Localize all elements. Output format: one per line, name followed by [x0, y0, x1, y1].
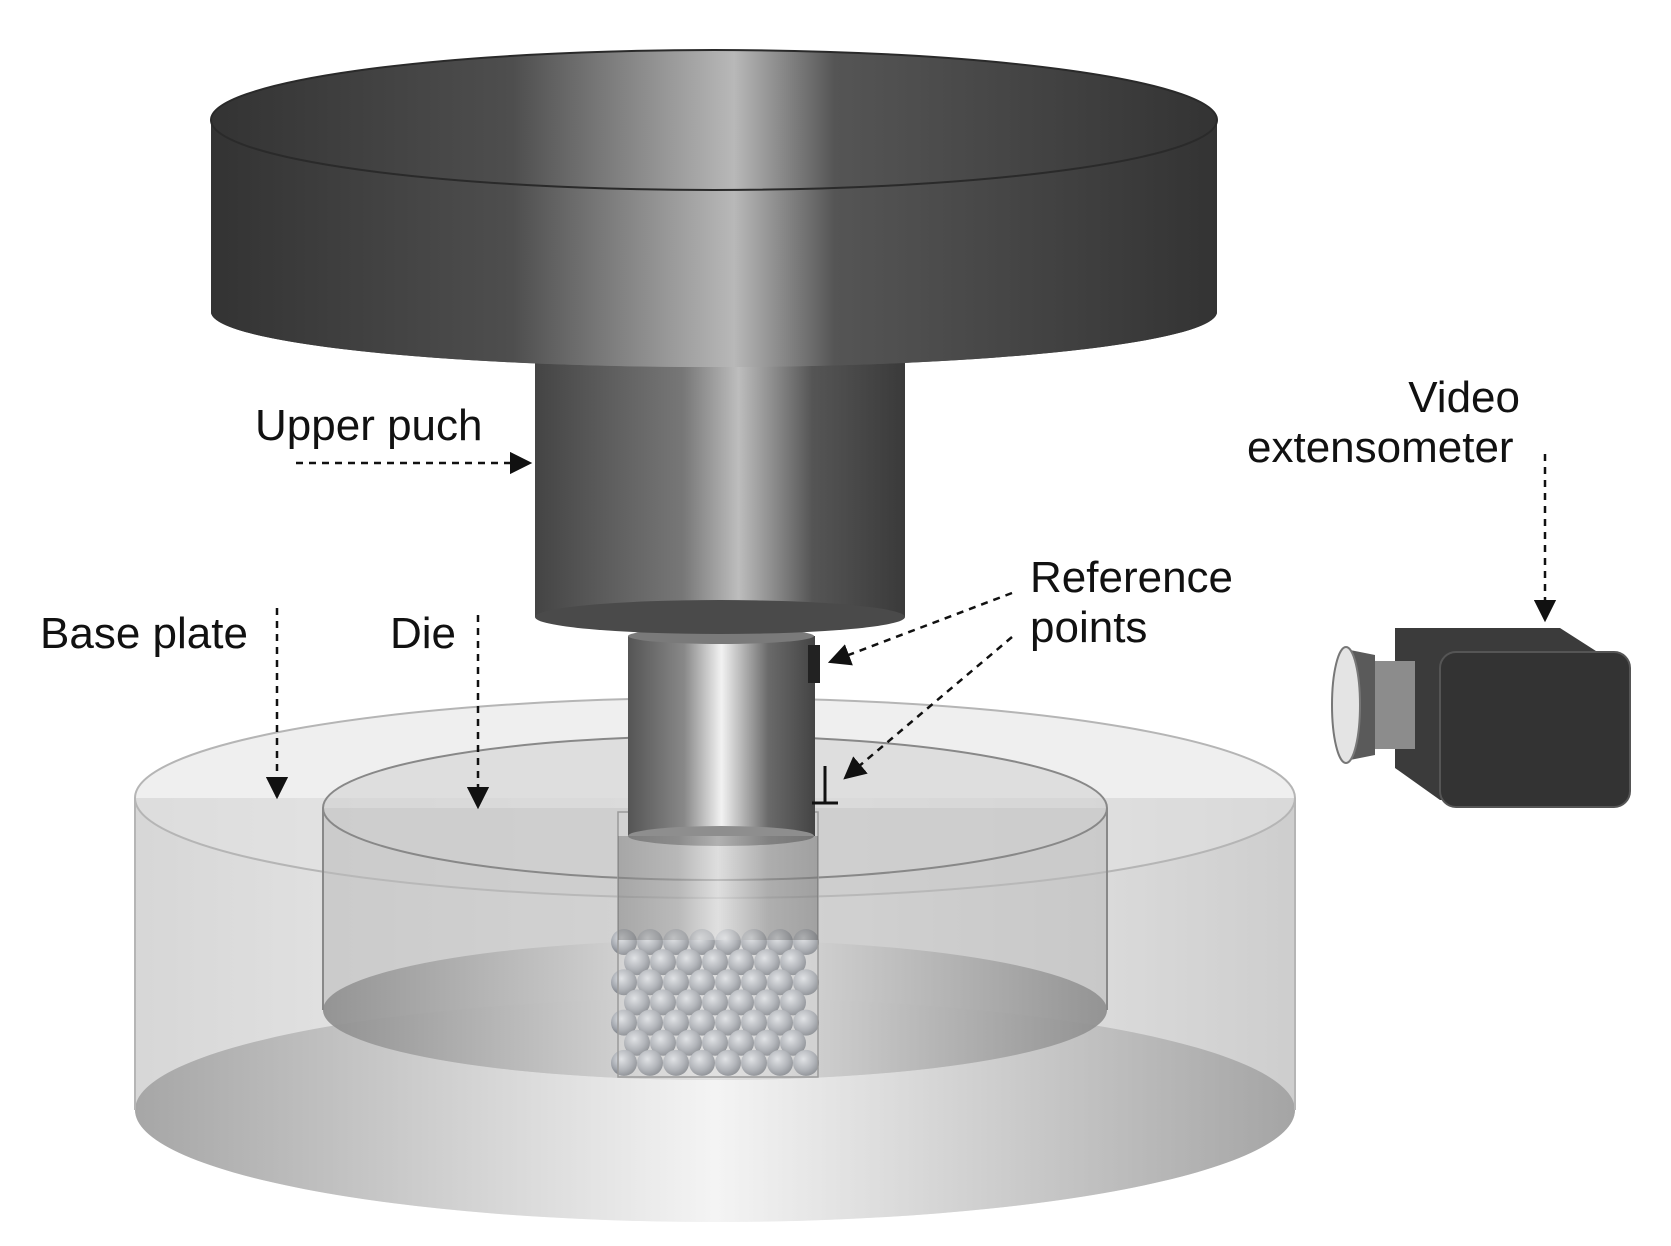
label-reference-line2: points — [1030, 603, 1147, 652]
powder-particle — [663, 1009, 689, 1036]
label-base-plate: Base plate — [40, 609, 248, 658]
label-upper-punch: Upper puch — [255, 401, 482, 450]
upper-platen — [210, 49, 1218, 367]
powder-particle — [689, 1009, 715, 1036]
powder-particle — [793, 1049, 819, 1076]
powder-particle — [676, 949, 702, 976]
annotation-arrows — [265, 451, 1557, 810]
label-die: Die — [390, 609, 456, 658]
powder-particle — [663, 969, 689, 996]
powder-particle — [624, 989, 650, 1016]
powder-particle — [780, 949, 806, 976]
label-video-line2: extensometer — [1247, 423, 1514, 472]
powder-particle — [741, 969, 767, 996]
powder-particle — [624, 949, 650, 976]
powder-particle — [650, 949, 676, 976]
powder-particle — [793, 969, 819, 996]
video-extensometer-camera — [1331, 628, 1631, 808]
powder-particle — [728, 949, 754, 976]
powder-particle — [702, 1029, 728, 1056]
reference-marker-lower — [812, 766, 838, 805]
camera-lens-icon — [1331, 646, 1415, 764]
powder-particle — [650, 1029, 676, 1056]
powder-particle — [728, 1029, 754, 1056]
powder-particle — [689, 1049, 715, 1076]
powder-particle — [728, 989, 754, 1016]
upper-punch — [535, 355, 905, 634]
label-video-line1: Video — [1408, 373, 1520, 422]
powder-particle — [741, 1009, 767, 1036]
lower-punch-inside-die — [618, 836, 818, 940]
powder-particle — [637, 969, 663, 996]
label-reference-line1: Reference — [1030, 553, 1233, 602]
powder-particle — [780, 989, 806, 1016]
powder-particle — [624, 1029, 650, 1056]
powder-particle — [663, 1049, 689, 1076]
reference-point-markers — [808, 645, 838, 805]
powder-particle — [767, 1049, 793, 1076]
powder-particle — [676, 989, 702, 1016]
powder-particle — [715, 1009, 741, 1036]
powder-particle — [650, 989, 676, 1016]
powder-particle — [715, 969, 741, 996]
powder-particle — [676, 1029, 702, 1056]
powder-particle — [715, 1049, 741, 1076]
powder-particle — [754, 989, 780, 1016]
powder-particle — [689, 969, 715, 996]
arrow-reference-lower — [843, 636, 1013, 780]
powder-particle — [767, 1009, 793, 1036]
powder-particle — [793, 1009, 819, 1036]
powder-particle — [741, 1049, 767, 1076]
powder-particle — [780, 1029, 806, 1056]
powder-particle — [637, 1009, 663, 1036]
arrow-reference-upper — [827, 591, 1013, 666]
powder-particle — [702, 989, 728, 1016]
powder-bed — [611, 929, 819, 1076]
powder-particle — [637, 1049, 663, 1076]
powder-particle — [754, 949, 780, 976]
powder-particle — [754, 1029, 780, 1056]
reference-marker-upper — [808, 645, 820, 683]
lower-punch — [628, 628, 815, 846]
powder-particle — [702, 949, 728, 976]
camera-body — [1395, 628, 1631, 808]
powder-particle — [767, 969, 793, 996]
